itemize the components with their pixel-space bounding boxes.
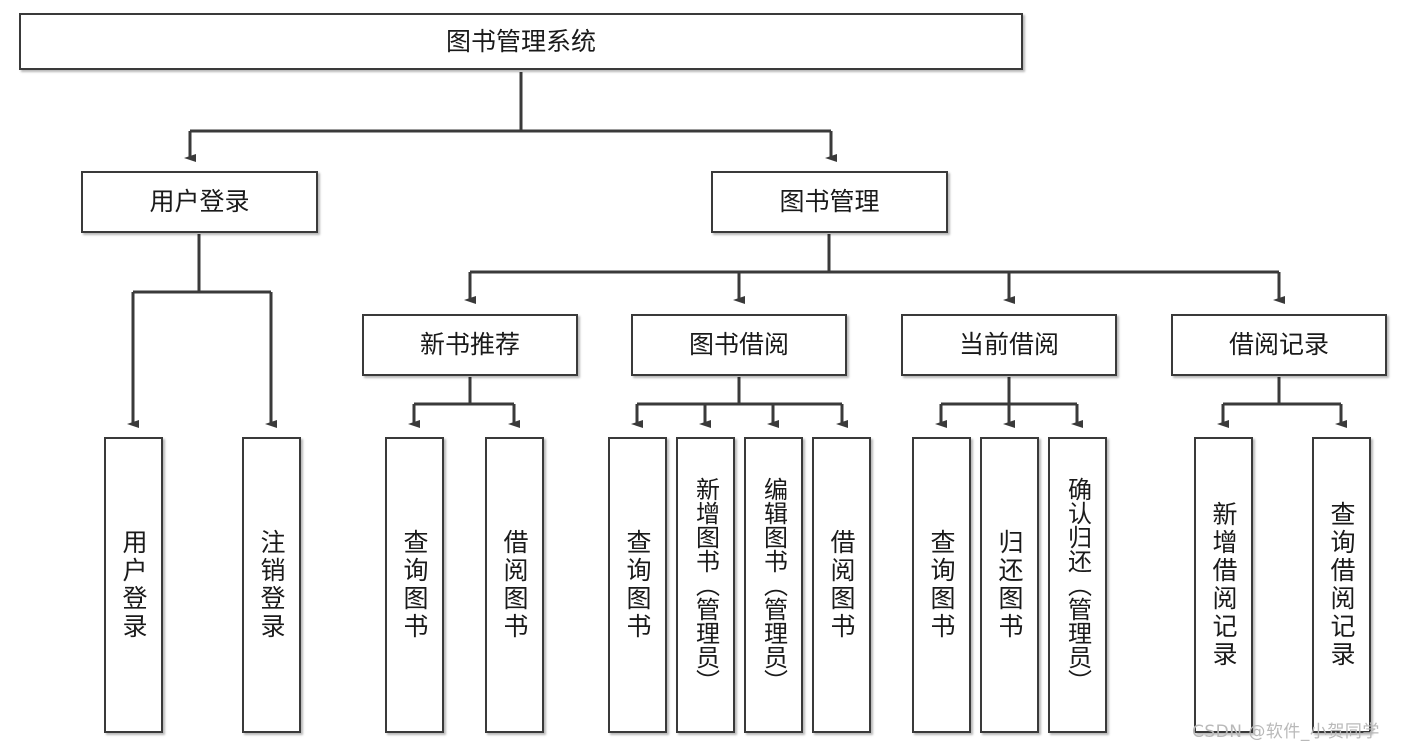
node-label: 注销登录 xyxy=(257,529,286,641)
leaf-return-book[interactable]: 归还图书 xyxy=(980,437,1039,733)
node-label: 用户登录 xyxy=(149,187,250,217)
leaf-logout-login[interactable]: 注销登录 xyxy=(242,437,301,733)
node-label: 用户登录 xyxy=(119,529,148,641)
node-label: 图书管理 xyxy=(779,187,880,217)
watermark-text: CSDN @软件_小贺同学 xyxy=(1192,722,1380,742)
node-label: 查询图书 xyxy=(623,529,652,641)
node-label: 归还图书 xyxy=(995,529,1024,641)
leaf-edit-book[interactable]: 编辑图书（管理员） xyxy=(744,437,803,733)
node-new-book-recommend[interactable]: 新书推荐 xyxy=(362,314,578,376)
node-label: 新增图书（管理员） xyxy=(691,477,720,693)
node-root-system[interactable]: 图书管理系统 xyxy=(19,13,1023,70)
node-label: 借阅图书 xyxy=(827,529,856,641)
leaf-confirm-return[interactable]: 确认归还（管理员） xyxy=(1048,437,1107,733)
node-book-management[interactable]: 图书管理 xyxy=(711,171,948,233)
leaf-borrow-book-2[interactable]: 借阅图书 xyxy=(812,437,871,733)
node-label: 新书推荐 xyxy=(419,330,520,360)
node-user-login[interactable]: 用户登录 xyxy=(81,171,318,233)
leaf-query-book-2[interactable]: 查询图书 xyxy=(608,437,667,733)
leaf-query-record[interactable]: 查询借阅记录 xyxy=(1312,437,1371,733)
node-borrow-record[interactable]: 借阅记录 xyxy=(1171,314,1387,376)
leaf-add-record[interactable]: 新增借阅记录 xyxy=(1194,437,1253,733)
node-label: 新增借阅记录 xyxy=(1209,501,1238,669)
node-label: 图书借阅 xyxy=(688,330,789,360)
node-label: 查询图书 xyxy=(400,529,429,641)
node-label: 借阅图书 xyxy=(500,529,529,641)
node-label: 确认归还（管理员） xyxy=(1063,477,1092,693)
leaf-borrow-book-1[interactable]: 借阅图书 xyxy=(485,437,544,733)
node-label: 借阅记录 xyxy=(1228,330,1329,360)
node-label: 当前借阅 xyxy=(958,330,1059,360)
node-book-borrow[interactable]: 图书借阅 xyxy=(631,314,847,376)
node-label: 查询借阅记录 xyxy=(1327,501,1356,669)
node-label: 编辑图书（管理员） xyxy=(759,477,788,693)
leaf-query-book-3[interactable]: 查询图书 xyxy=(912,437,971,733)
leaf-user-login[interactable]: 用户登录 xyxy=(104,437,163,733)
node-current-borrow[interactable]: 当前借阅 xyxy=(901,314,1117,376)
node-label: 查询图书 xyxy=(927,529,956,641)
node-label: 图书管理系统 xyxy=(445,26,596,56)
leaf-add-book[interactable]: 新增图书（管理员） xyxy=(676,437,735,733)
leaf-query-book-1[interactable]: 查询图书 xyxy=(385,437,444,733)
